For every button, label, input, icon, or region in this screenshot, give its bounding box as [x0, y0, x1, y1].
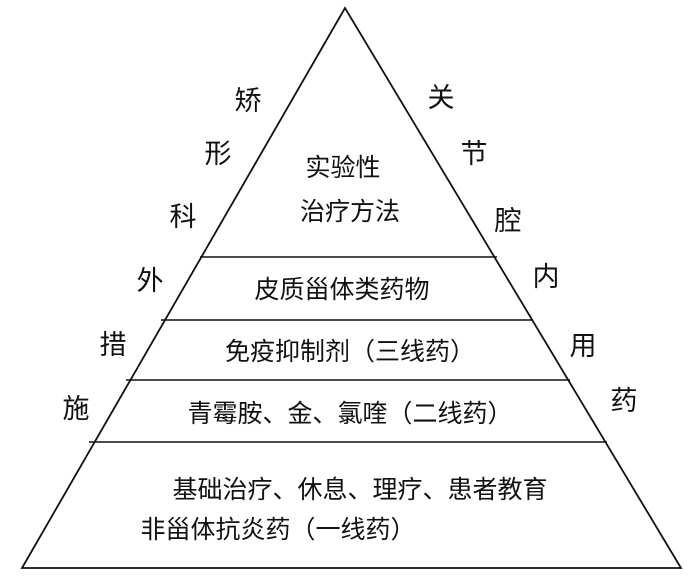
right-label-char-5: 用: [570, 331, 597, 362]
right-label-char-1: 关: [428, 83, 455, 114]
left-label-char-4: 外: [137, 266, 164, 297]
left-label-char-2: 形: [205, 139, 232, 170]
right-label-char-6: 药: [611, 386, 638, 417]
tier-4-label: 青霉胺、金、氯喹（二线药）: [187, 399, 512, 428]
tier-top-line-1: 实验性: [305, 153, 380, 182]
tier-top-line-2: 治疗方法: [300, 197, 400, 226]
tier-base-line-1: 基础治疗、休息、理疗、患者教育: [172, 475, 547, 504]
left-label-char-5: 措: [100, 330, 127, 361]
tier-base-line-2: 非甾体抗炎药（一线药）: [140, 515, 415, 544]
tier-3-label: 免疫抑制剂（三线药）: [225, 337, 475, 366]
right-label-char-3: 腔: [495, 206, 522, 237]
right-label-char-4: 内: [533, 262, 560, 293]
right-label-char-2: 节: [461, 139, 488, 170]
left-label-char-6: 施: [63, 394, 90, 425]
tier-2-label: 皮质甾体类药物: [254, 275, 429, 304]
left-label-char-3: 科: [170, 202, 197, 233]
left-label-char-1: 矫: [235, 86, 262, 117]
pyramid-outline: [20, 6, 683, 569]
